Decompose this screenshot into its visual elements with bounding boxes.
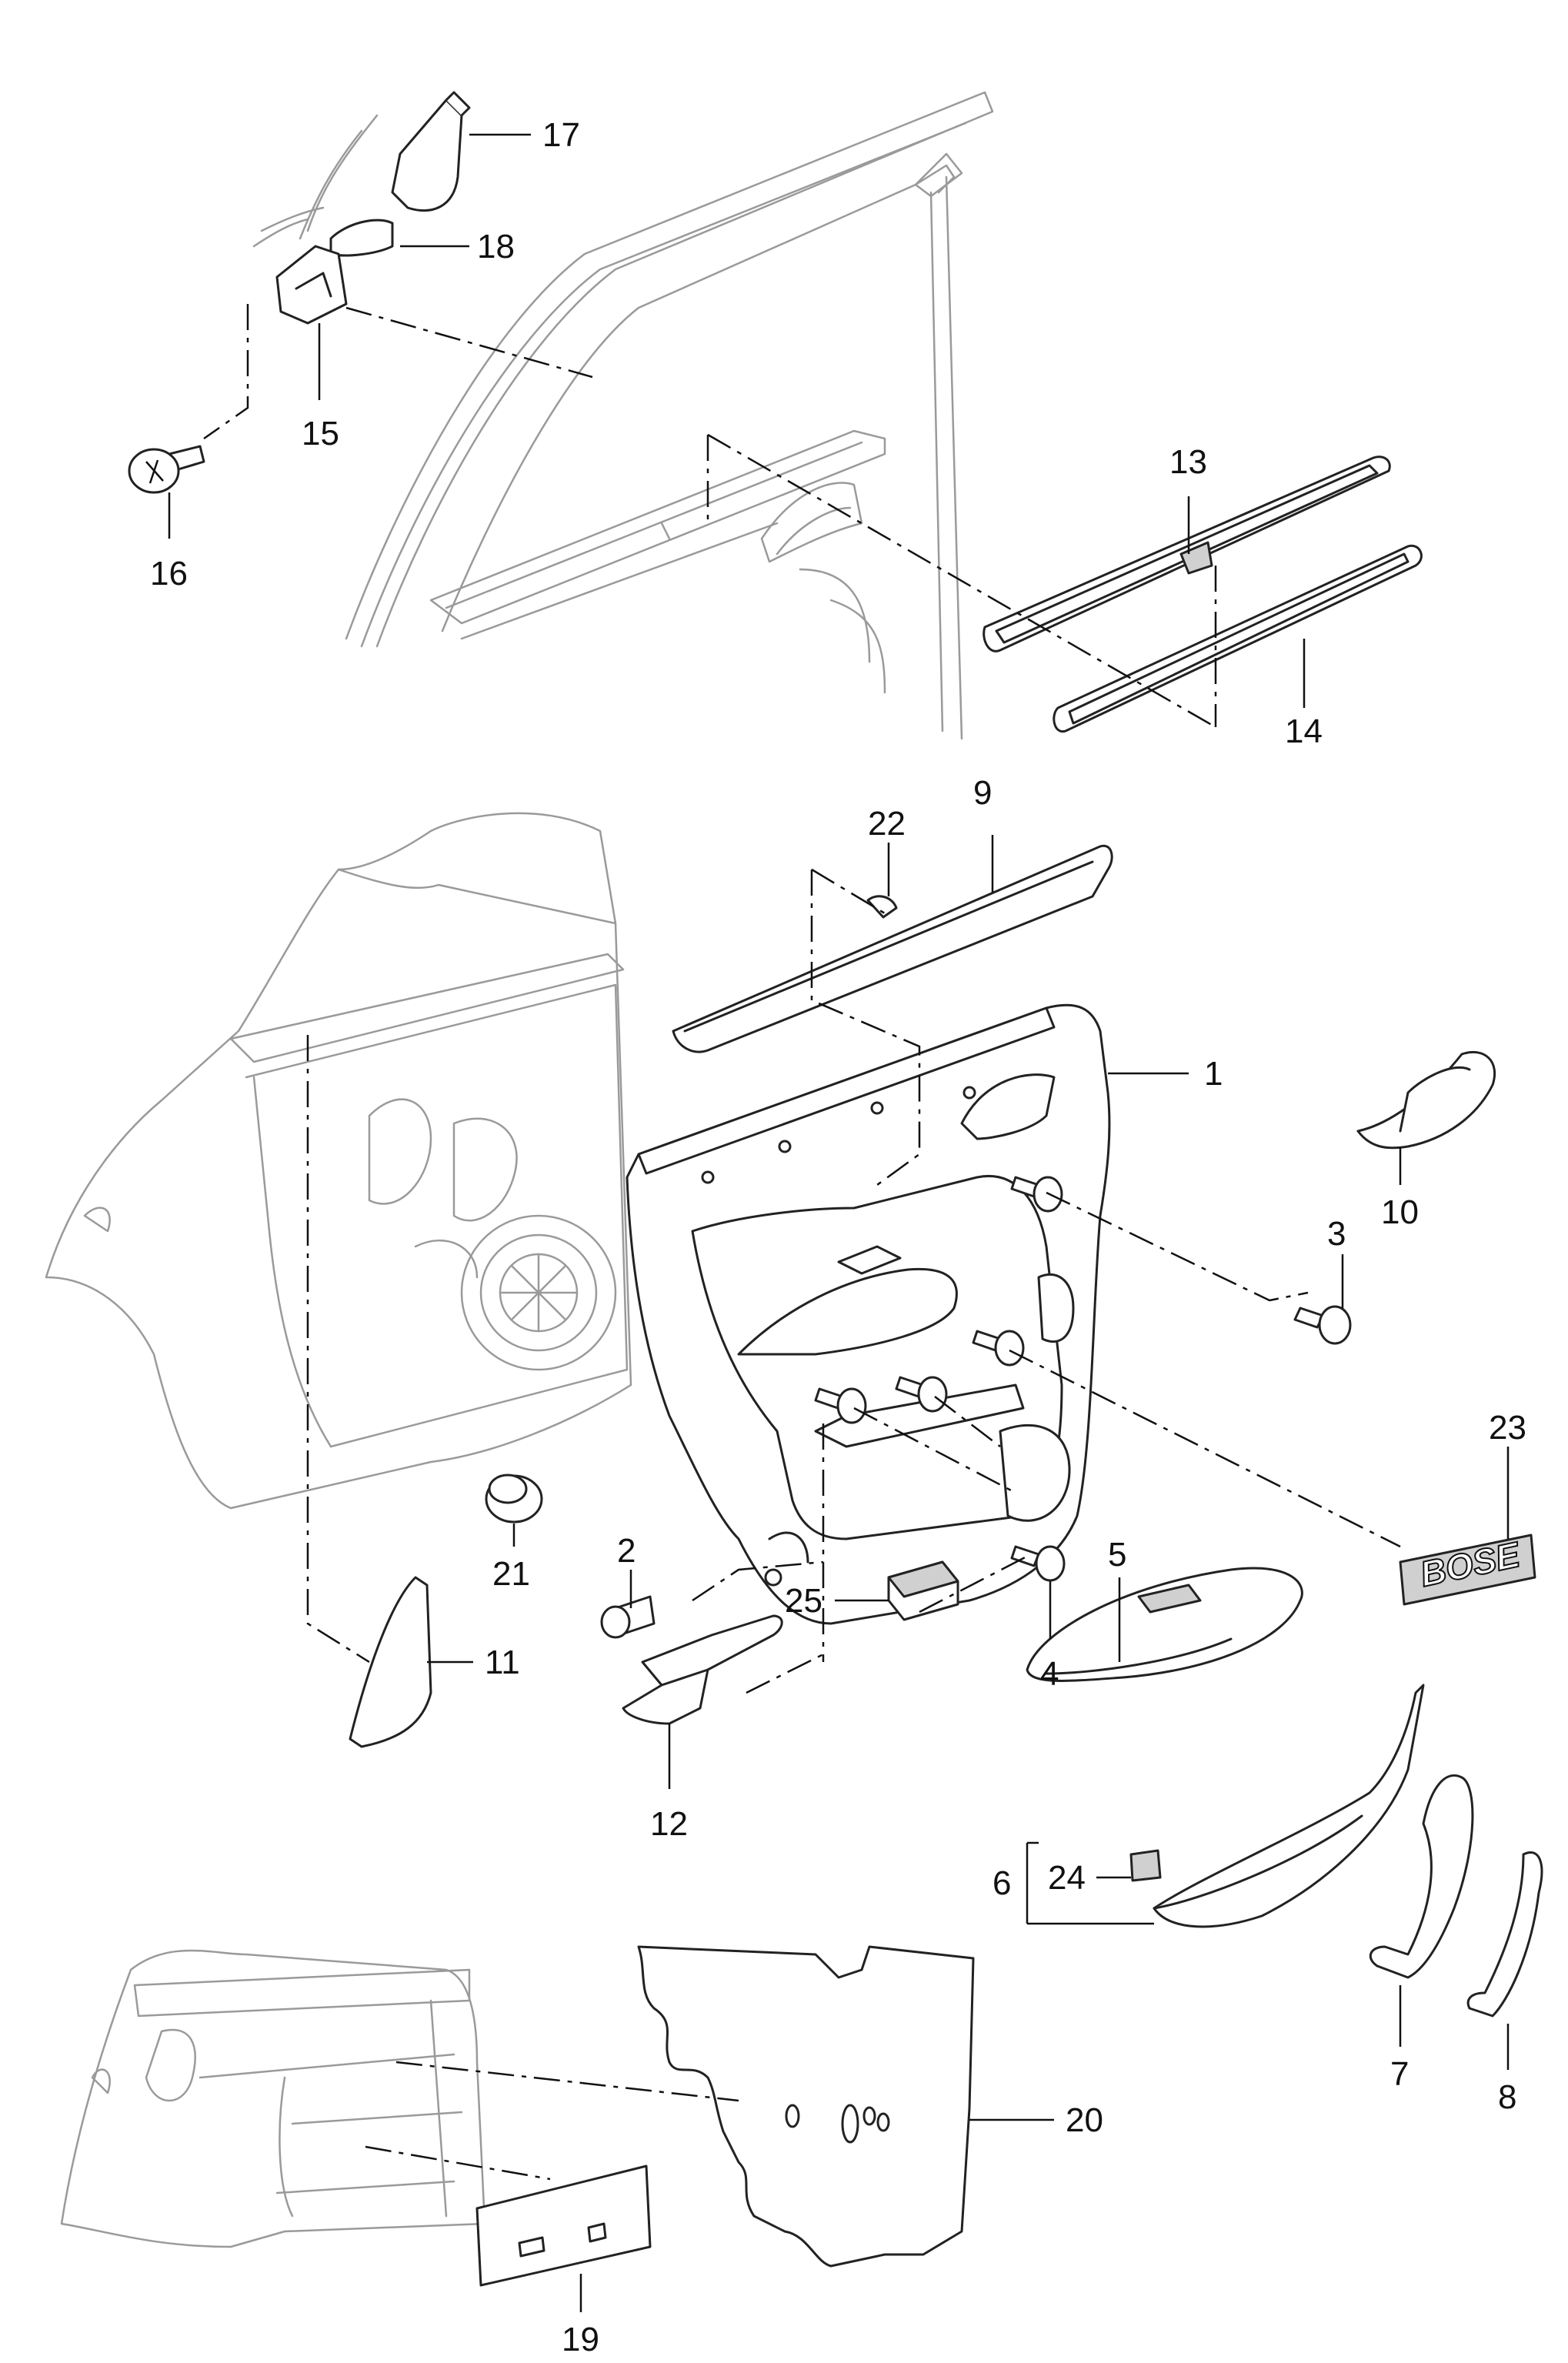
callout-20: 20 xyxy=(1066,2101,1103,2139)
lower-door-body-ghost xyxy=(60,1949,486,2248)
callout-9: 9 xyxy=(973,774,992,812)
callout-8: 8 xyxy=(1498,2078,1516,2116)
part-8-handle-cover xyxy=(1466,1851,1543,2018)
callout-16: 16 xyxy=(150,555,188,592)
part-13-door-sill xyxy=(983,456,1391,652)
callout-3: 3 xyxy=(1327,1215,1346,1253)
part-4-screw xyxy=(1010,1545,1066,1582)
part-9-trim-strip xyxy=(672,844,1113,1053)
part-19-cover-plate xyxy=(475,2164,652,2287)
part-14-door-sill xyxy=(1053,544,1423,733)
part-25-module xyxy=(887,1560,959,1621)
callout-12: 12 xyxy=(650,1805,688,1843)
callout-14: 14 xyxy=(1285,713,1323,750)
callout-10: 10 xyxy=(1381,1193,1419,1231)
part-21-plug xyxy=(485,1474,543,1524)
callout-13: 13 xyxy=(1169,443,1207,481)
part-18-clip xyxy=(329,219,394,257)
callout-labels: 17 18 15 16 13 14 9 22 1 10 3 23 21 2 11… xyxy=(150,116,1526,2358)
part-11-triangle-trim xyxy=(349,1576,432,1748)
callout-2: 2 xyxy=(617,1532,636,1570)
callout-5: 5 xyxy=(1108,1536,1126,1574)
part-16-screw xyxy=(128,445,205,494)
callout-24: 24 xyxy=(1048,1859,1086,1897)
upper-door-frame-ghost xyxy=(345,91,994,740)
part-6-armrest xyxy=(1129,1684,1425,1928)
middle-door-body-ghost xyxy=(45,812,632,1510)
callout-21: 21 xyxy=(492,1555,530,1593)
callout-25: 25 xyxy=(785,1582,822,1620)
callout-23: 23 xyxy=(1489,1409,1526,1447)
callout-17: 17 xyxy=(542,116,580,154)
callout-22: 22 xyxy=(868,805,906,843)
part-1-door-panel xyxy=(626,1003,1111,1625)
part-7-pull-handle xyxy=(1369,1774,1474,1979)
callout-15: 15 xyxy=(302,415,339,452)
callout-6: 6 xyxy=(993,1864,1011,1902)
callout-1: 1 xyxy=(1204,1055,1223,1093)
part-12-bracket xyxy=(622,1614,783,1725)
part-10-handle xyxy=(1356,1050,1496,1150)
leader-lines xyxy=(168,133,1510,2312)
callout-18: 18 xyxy=(477,228,515,265)
part-23-bose-badge: BOSE xyxy=(1399,1534,1536,1606)
part-20-vapor-barrier xyxy=(637,1945,975,2268)
callout-19: 19 xyxy=(562,2321,599,2358)
callout-7: 7 xyxy=(1390,2055,1409,2093)
part-5-switch-panel xyxy=(1026,1567,1303,1682)
part-22-clip xyxy=(866,895,898,919)
callout-11: 11 xyxy=(485,1644,520,1681)
part-2-clip xyxy=(600,1595,656,1639)
part-15-bracket xyxy=(252,206,348,325)
part-17-trim-cap xyxy=(299,91,471,240)
callout-4: 4 xyxy=(1040,1655,1059,1693)
part-3-screws xyxy=(814,1176,1352,1424)
